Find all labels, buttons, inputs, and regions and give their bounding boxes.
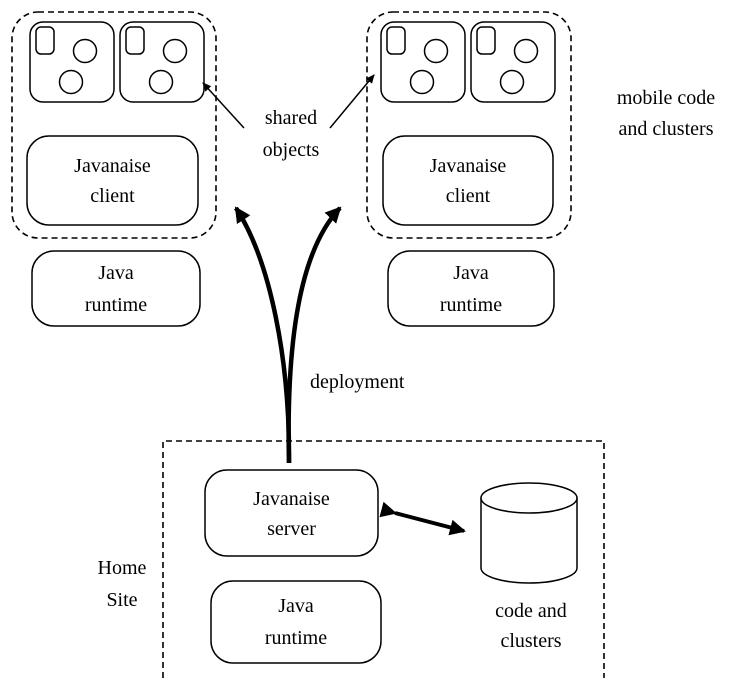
- client-left-label-2: client: [90, 185, 135, 207]
- java-runtime-left: Java runtime: [31, 250, 201, 327]
- deployment-label: deployment: [310, 371, 405, 393]
- cluster-left-1: [29, 21, 115, 103]
- object-circle: [162, 38, 188, 64]
- home-site-label-1: Home: [98, 557, 147, 579]
- deployment-arrow-right: [286, 206, 342, 464]
- javanaise-client-right: Javanaise client: [382, 135, 554, 226]
- object-square: [35, 26, 55, 55]
- server-label-1: Javanaise: [253, 488, 330, 510]
- runtime-left-label-1: Java: [98, 262, 134, 284]
- object-square: [476, 26, 496, 55]
- shared-objects-label-1: shared: [265, 107, 317, 129]
- deployment-arrow-left: [234, 206, 292, 464]
- object-square: [386, 26, 406, 55]
- object-circle: [499, 69, 525, 95]
- home-site-label-2: Site: [106, 589, 137, 611]
- client-right-label-1: Javanaise: [430, 155, 507, 177]
- code-clusters-label-1: code and: [495, 600, 567, 622]
- runtime-right-label-1: Java: [453, 262, 489, 284]
- code-clusters-label-2: clusters: [500, 630, 561, 652]
- home-site: Home Site Javanaise server Java runtime …: [98, 440, 605, 678]
- runtime-right-label-2: runtime: [440, 294, 502, 316]
- mobile-code-boundary-left: [11, 11, 217, 239]
- shared-objects-arrow-right: [329, 74, 375, 129]
- object-circle: [409, 69, 435, 95]
- mobile-code-label-1: mobile code: [617, 87, 715, 109]
- client-site-left: Javanaise client Java runtime: [11, 11, 217, 327]
- shared-objects-arrow-left: [202, 82, 245, 129]
- javanaise-client-left: Javanaise client: [26, 135, 199, 226]
- javanaise-server: Javanaise server: [204, 469, 379, 557]
- server-database-arrow: [379, 501, 466, 536]
- object-circle: [513, 38, 539, 64]
- cluster-right-2: [470, 21, 556, 103]
- runtime-left-label-2: runtime: [85, 294, 147, 316]
- client-right-label-2: client: [446, 185, 491, 207]
- mobile-code-label-2: and clusters: [619, 118, 714, 140]
- object-circle: [58, 69, 84, 95]
- object-circle: [72, 38, 98, 64]
- java-runtime-right: Java runtime: [387, 250, 555, 327]
- runtime-home-label-1: Java: [278, 595, 314, 617]
- object-square: [125, 26, 145, 55]
- mobile-code-boundary-right: [366, 11, 572, 239]
- database-icon: [480, 482, 578, 584]
- client-left-label-1: Javanaise: [74, 155, 151, 177]
- client-site-right: Javanaise client Java runtime: [366, 11, 572, 327]
- cluster-right-1: [380, 21, 466, 103]
- server-label-2: server: [267, 518, 316, 540]
- object-circle: [148, 69, 174, 95]
- object-circle: [423, 38, 449, 64]
- shared-objects-label-2: objects: [263, 139, 320, 161]
- java-runtime-home: Java runtime: [210, 580, 382, 664]
- runtime-home-label-2: runtime: [265, 627, 327, 649]
- cluster-left-2: [119, 21, 205, 103]
